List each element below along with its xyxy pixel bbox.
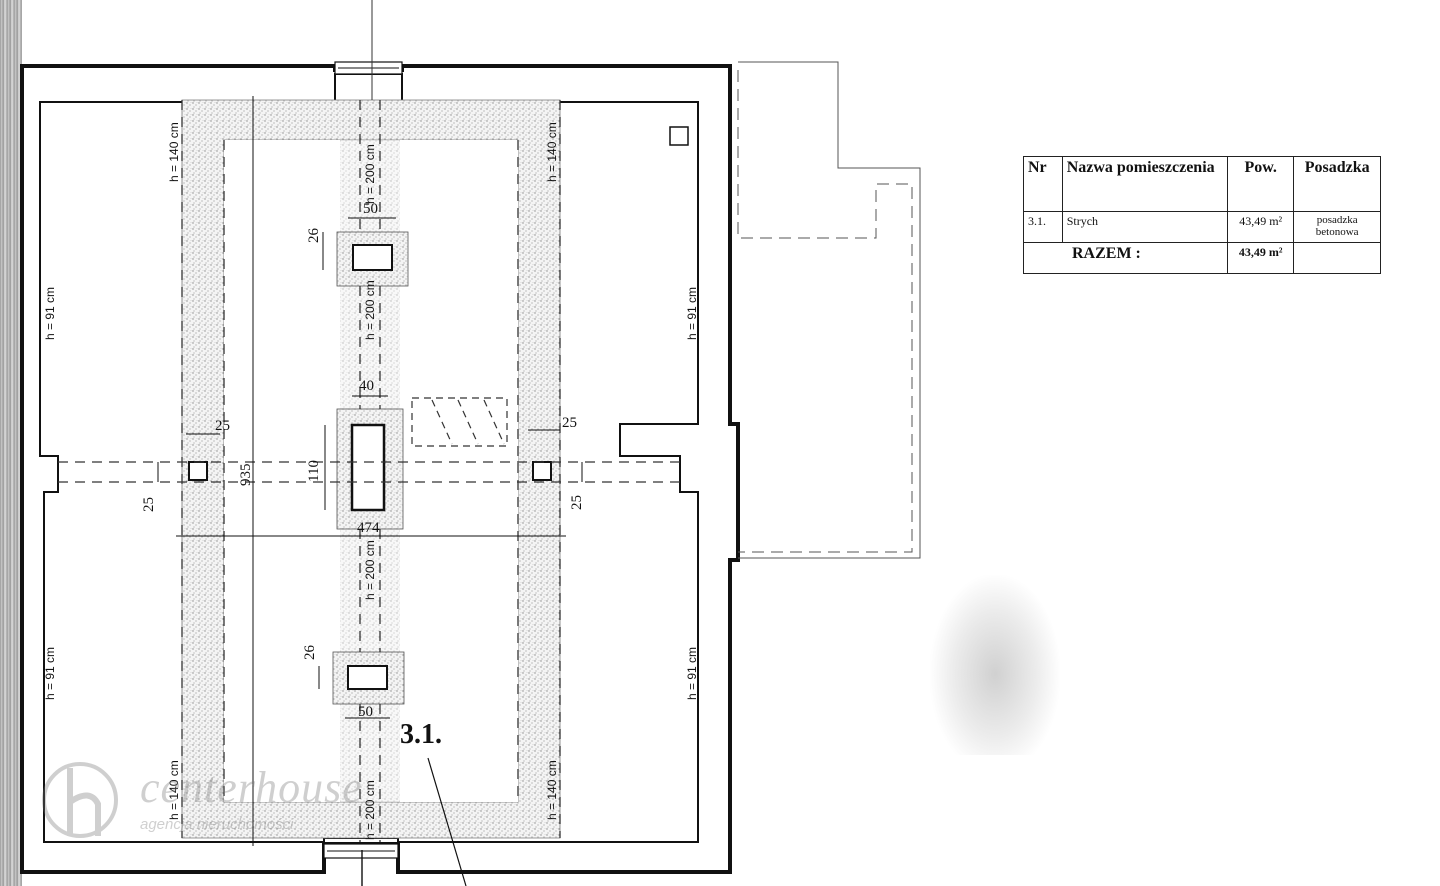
height-label: h = 140 cm	[545, 122, 559, 182]
scan-edge	[0, 0, 22, 886]
chimney-upper	[352, 244, 393, 271]
chimney-middle	[350, 423, 386, 512]
dim-40: 40	[359, 378, 374, 394]
total-blank	[1293, 242, 1381, 274]
col-name-header: Nazwa pomieszczenia	[1061, 156, 1229, 212]
chimney-lower	[347, 665, 388, 690]
height-label: h = 140 cm	[545, 760, 559, 820]
dim-26-bottom: 26	[302, 645, 318, 661]
col-posadzka-header: Posadzka	[1293, 156, 1381, 212]
height-label: h = 200 cm	[363, 540, 377, 600]
hatch-outline	[411, 397, 508, 447]
top-window-icon	[334, 61, 403, 75]
dim-25-right-top: 25	[562, 415, 577, 431]
row-posadzka: posadzka betonowa	[1293, 211, 1381, 243]
dim-25-left-top: 25	[215, 418, 230, 434]
post-right	[532, 461, 552, 481]
col-nr-header: Nr	[1023, 156, 1063, 212]
row-nr: 3.1.	[1023, 211, 1063, 243]
height-label: h = 91 cm	[43, 647, 57, 700]
scan-smudge	[930, 575, 1060, 755]
row-pow: 43,49 m²	[1227, 211, 1295, 243]
dim-50-top: 50	[363, 201, 378, 217]
dimension-lines	[157, 96, 583, 846]
height-label: h = 91 cm	[685, 647, 699, 700]
height-label: h = 91 cm	[685, 287, 699, 340]
dim-25-right-side: 25	[569, 495, 585, 510]
watermark-name: centerhouse	[140, 763, 363, 812]
leader-line	[427, 757, 467, 886]
height-label: h = 91 cm	[43, 287, 57, 340]
room-label: 3.1.	[400, 719, 442, 750]
table-total-row: RAZEM : 43,49 m²	[1022, 242, 1381, 274]
dim-474: 474	[357, 520, 380, 536]
dashed-beams	[58, 100, 680, 842]
col-pow-header: Pow.	[1227, 156, 1295, 212]
total-pow: 43,49 m²	[1227, 242, 1295, 274]
table-row: 3.1. Strych 43,49 m² posadzka betonowa	[1023, 211, 1381, 243]
vent-square-icon	[669, 126, 689, 146]
total-label: RAZEM :	[1022, 242, 1229, 274]
watermark-sub: agencja nieruchomości	[140, 816, 294, 833]
height-label: h = 200 cm	[363, 780, 377, 840]
bottom-window-icon	[323, 843, 399, 859]
height-label: h = 140 cm	[167, 122, 181, 182]
height-label: h = 140 cm	[167, 760, 181, 820]
height-label: h = 200 cm	[363, 280, 377, 340]
post-left	[188, 461, 208, 481]
row-name: Strych	[1061, 211, 1229, 243]
dim-26-top: 26	[306, 228, 322, 244]
dim-25-left-side: 25	[141, 497, 157, 512]
table-header-row: Nr Nazwa pomieszczenia Pow. Posadzka	[1023, 156, 1381, 212]
height-label: h = 200 cm	[363, 144, 377, 204]
rooms-table: Nr Nazwa pomieszczenia Pow. Posadzka 3.1…	[1022, 156, 1381, 274]
watermark: centerhouse agencja nieruchomości	[40, 758, 363, 848]
adjacent-outline	[737, 61, 921, 559]
inner-wall	[39, 73, 699, 843]
dim-110: 110	[306, 460, 322, 482]
dim-935: 935	[238, 464, 254, 487]
dim-50-bottom: 50	[358, 704, 373, 720]
watermark-logo-icon	[42, 762, 118, 838]
